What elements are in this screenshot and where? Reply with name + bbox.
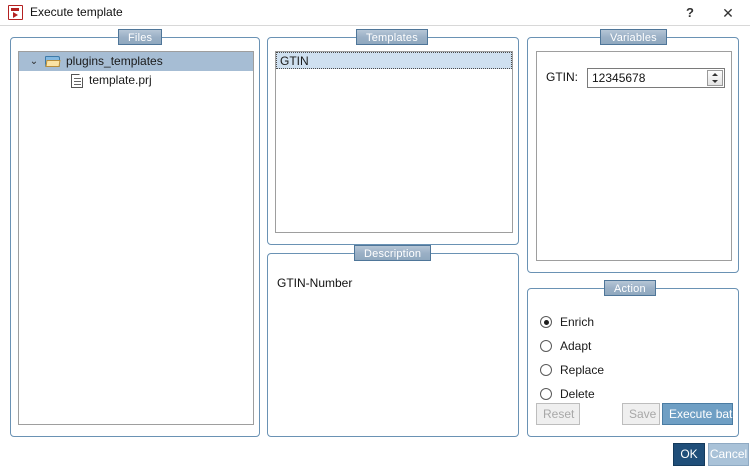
templates-group: Templates GTIN <box>267 29 519 245</box>
execute-batch-button[interactable]: Execute batch <box>662 403 745 425</box>
folder-open-icon <box>45 56 61 67</box>
cancel-button[interactable]: Cancel <box>708 443 749 466</box>
action-group-title: Action <box>604 280 656 296</box>
file-icon <box>71 74 83 88</box>
ok-button[interactable]: OK <box>673 443 705 466</box>
window-title: Execute template <box>30 5 123 19</box>
radio-icon[interactable] <box>540 364 552 376</box>
templates-group-title: Templates <box>356 29 428 45</box>
tree-item-template-prj[interactable]: template.prj <box>19 71 253 90</box>
variables-group-title: Variables <box>600 29 667 45</box>
radio-icon[interactable] <box>540 316 552 328</box>
radio-label: Delete <box>560 387 595 401</box>
spinner-down-icon[interactable] <box>708 78 722 85</box>
action-group: Action Enrich Adapt Replace Delete Reset… <box>527 280 745 437</box>
spinner-buttons[interactable] <box>707 70 723 86</box>
radio-label: Replace <box>560 363 605 377</box>
radio-icon[interactable] <box>540 340 552 352</box>
spinner-up-icon[interactable] <box>708 71 722 78</box>
description-group: Description GTIN-Number <box>267 245 519 437</box>
tree-item-plugins-templates[interactable]: ⌄ plugins_templates <box>19 52 253 71</box>
close-icon[interactable]: ✕ <box>718 3 738 23</box>
radio-label: Enrich <box>560 315 595 329</box>
save-button[interactable]: Save <box>622 403 660 425</box>
tree-item-label: plugins_templates <box>66 54 163 68</box>
description-text: GTIN-Number <box>277 276 353 290</box>
files-group: Files ⌄ plugins_templates template.prj <box>10 29 260 437</box>
title-bar: Execute template ? ✕ <box>0 0 750 26</box>
list-item-gtin[interactable]: GTIN <box>276 52 512 69</box>
gtin-field-label: GTIN: <box>546 70 578 84</box>
tree-item-label: template.prj <box>89 73 152 87</box>
description-group-title: Description <box>354 245 432 261</box>
reset-button[interactable]: Reset <box>536 403 580 425</box>
files-tree[interactable]: ⌄ plugins_templates template.prj <box>18 51 254 425</box>
help-button[interactable]: ? <box>680 3 700 23</box>
files-group-title: Files <box>118 29 163 45</box>
gtin-spinner[interactable] <box>587 68 725 88</box>
chevron-down-icon[interactable]: ⌄ <box>29 56 39 67</box>
variables-group: Variables GTIN: <box>527 29 739 273</box>
variables-panel: GTIN: <box>536 51 732 261</box>
templates-list[interactable]: GTIN <box>275 51 513 233</box>
radio-icon[interactable] <box>540 388 552 400</box>
execute-template-icon <box>8 5 23 20</box>
radio-label: Adapt <box>560 339 592 353</box>
gtin-input[interactable] <box>588 69 706 87</box>
